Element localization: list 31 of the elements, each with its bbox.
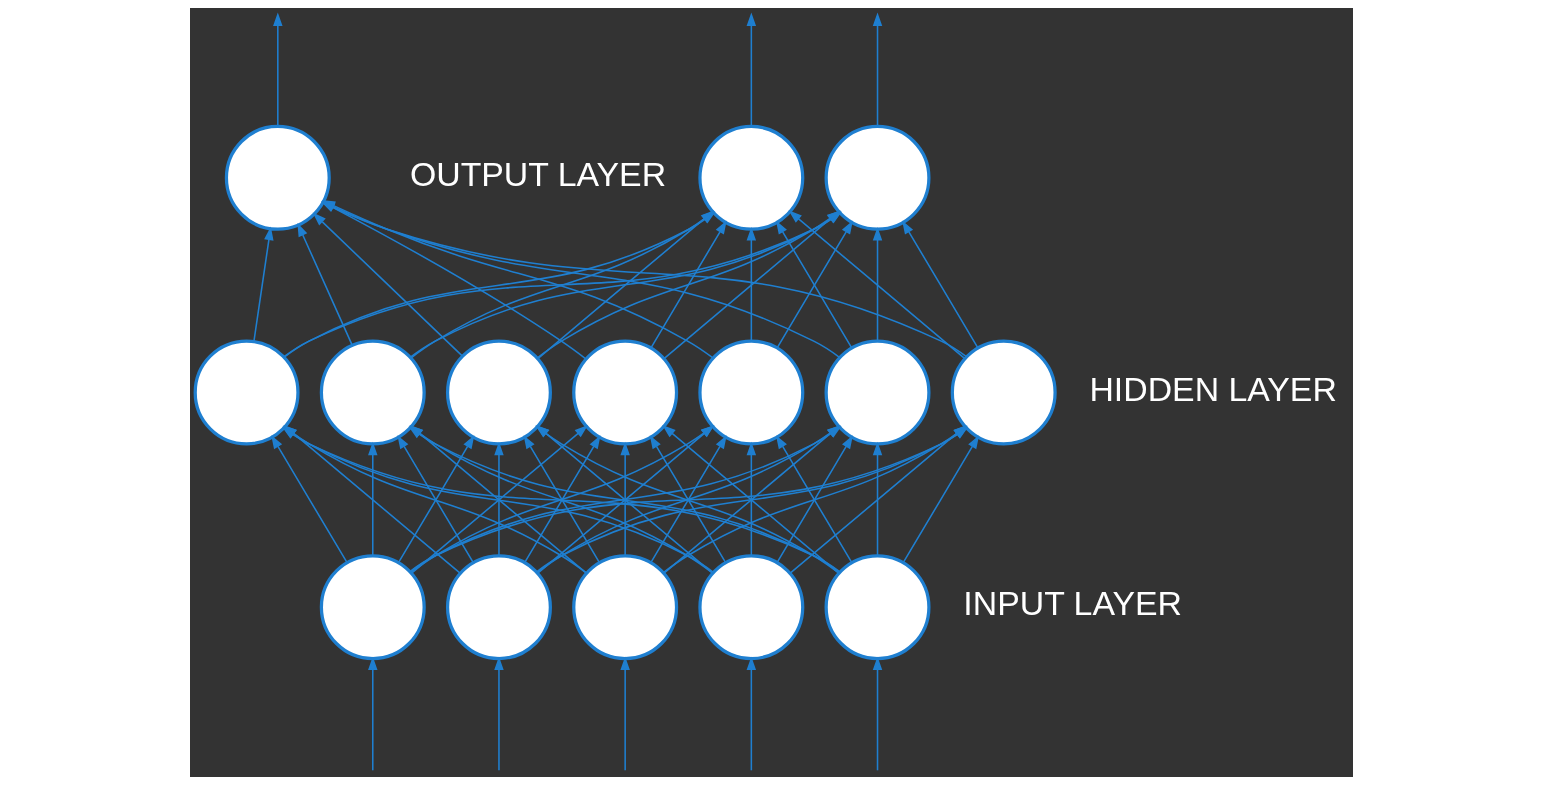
arrow xyxy=(746,12,757,127)
label: INPUT LAYER xyxy=(963,584,1182,623)
arrow xyxy=(312,212,464,357)
arrow xyxy=(253,226,274,343)
arrow xyxy=(368,441,378,557)
arrow xyxy=(872,12,883,127)
label: HIDDEN LAYER xyxy=(1089,369,1337,408)
arrow xyxy=(650,220,727,349)
node-circle xyxy=(224,124,331,231)
arrow xyxy=(368,656,378,772)
arrow xyxy=(746,656,757,772)
label: OUTPUT LAYER xyxy=(409,155,667,194)
arrow xyxy=(902,220,979,349)
arrow xyxy=(620,441,630,557)
arrow xyxy=(872,656,883,772)
node-circle xyxy=(824,554,931,661)
arrow xyxy=(494,441,504,557)
node-circle xyxy=(572,554,679,661)
node-circle xyxy=(698,554,805,661)
arrow xyxy=(297,222,353,346)
arrow xyxy=(273,12,283,127)
arrow xyxy=(872,227,883,342)
arrow xyxy=(902,435,980,564)
arrow xyxy=(872,441,883,557)
node-circle xyxy=(319,554,426,661)
arrow xyxy=(494,656,504,772)
arrow xyxy=(746,441,757,557)
node-circle xyxy=(445,554,552,661)
arrow xyxy=(746,227,757,342)
arrow xyxy=(620,656,630,772)
arrow xyxy=(271,435,348,564)
